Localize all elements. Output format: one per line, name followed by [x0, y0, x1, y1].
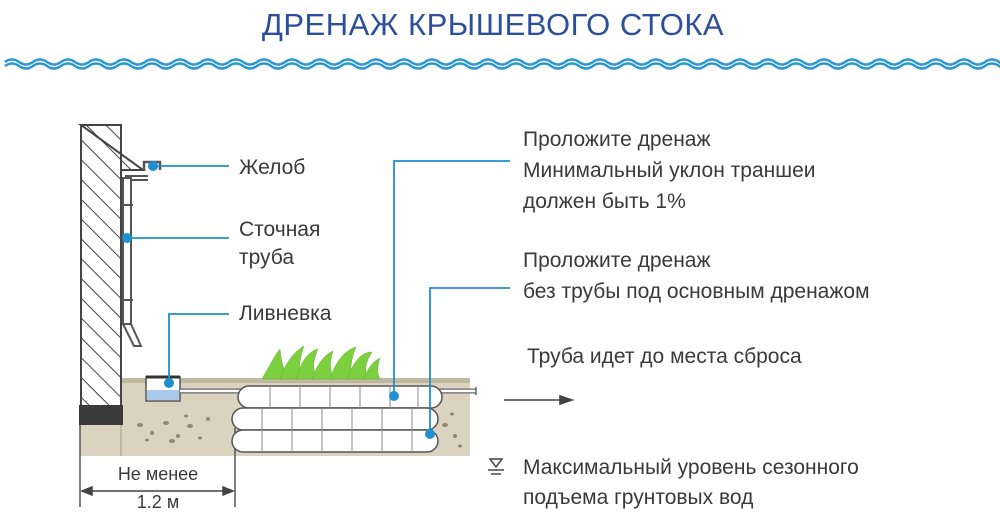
house-wall	[77, 124, 147, 425]
drain-nopipe-leader	[429, 287, 510, 434]
storm-inlet-leader	[168, 313, 229, 383]
gutter-and-downpipe	[121, 160, 162, 347]
pipe-outlet-label: Труба идет до места сброса	[527, 345, 802, 368]
drain-slope-label-line1: Проложите дренаж	[523, 128, 711, 151]
drain-slope-label-line3: должен быть 1%	[523, 190, 686, 213]
drain-slope-leader	[393, 160, 510, 396]
lower-drain	[231, 429, 439, 453]
downpipe-label-line2: труба	[239, 246, 294, 269]
drain-slope-label-line2: Минимальный уклон траншеи	[523, 159, 815, 182]
arrow-right-icon	[504, 394, 575, 406]
groundwater-label-line2: подъема грунтовых вод	[523, 486, 753, 509]
drain-trench	[231, 385, 443, 453]
distance-label-line2: 1.2 м	[137, 492, 179, 512]
page-title: ДРЕНАЖ КРЫШЕВОГО СТОКА	[262, 7, 724, 42]
soil-particles	[137, 412, 462, 448]
distance-label-line1: Не менее	[118, 464, 198, 484]
callout-dots	[122, 161, 435, 439]
grass	[261, 345, 381, 380]
gutter-label: Желоб	[239, 156, 305, 179]
groundwater-label-line1: Максимальный уровень сезонного	[523, 456, 859, 479]
drain-nopipe-label-line2: без трубы под основным дренажом	[523, 280, 870, 303]
drain-nopipe-label-line1: Проложите дренаж	[523, 249, 711, 272]
downpipe-label-line1: Сточная	[239, 218, 320, 241]
callouts	[127, 160, 510, 434]
middle-drain	[231, 407, 439, 431]
upper-drain	[237, 385, 443, 409]
storm-inlet-label: Ливневка	[239, 302, 332, 325]
foundation	[79, 405, 123, 425]
wave-divider	[4, 58, 1000, 70]
distance-arrow	[79, 485, 236, 497]
storm-inlet	[145, 375, 181, 402]
water-level-icon	[488, 458, 504, 475]
downpipe	[122, 177, 132, 325]
